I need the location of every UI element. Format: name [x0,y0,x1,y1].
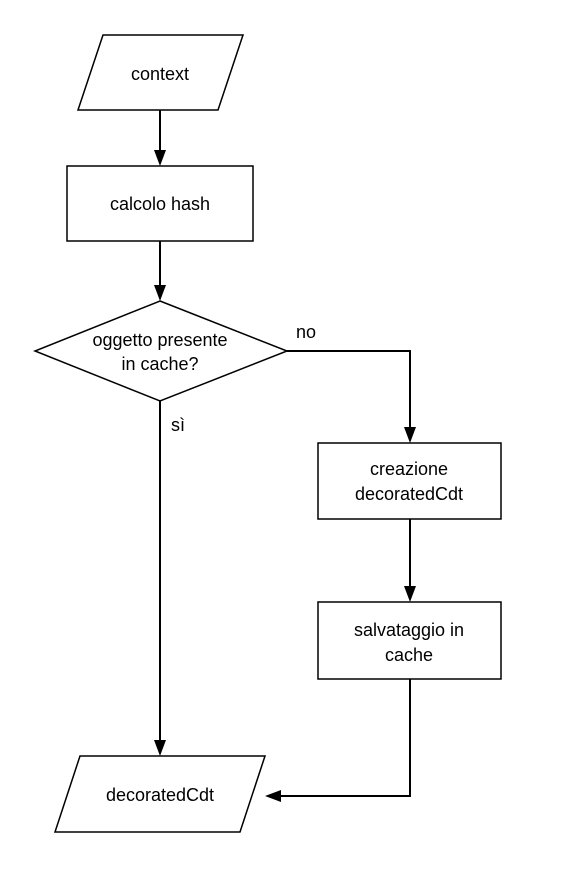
arrowhead [154,285,166,301]
edge-label-si: sì [171,415,185,435]
edge-creazione-to-salvataggio [404,519,416,602]
decision-shape [32,300,290,402]
creazione-node: creazione decoratedCdt [317,442,502,520]
hash-label: calcolo hash [110,194,210,214]
hash-node: calcolo hash [66,165,254,242]
decision-label-line-1: oggetto presente [92,330,227,350]
salvataggio-label-line-2: cache [385,645,433,665]
context-label: context [131,64,189,84]
edge-context-to-hash [154,110,166,166]
hash-shape [66,165,254,242]
output-node: decoratedCdt [53,755,267,833]
output-shape [53,755,267,833]
edge-hash-to-decision [154,241,166,301]
output-label: decoratedCdt [106,785,214,805]
edge-decision-to-output: sì [154,401,185,756]
salvataggio-node: salvataggio in cache [317,601,502,680]
salvataggio-shape [317,601,502,680]
creazione-shape [317,442,502,520]
edge-label-no: no [296,322,316,342]
edge-salvataggio-to-output [265,679,411,802]
arrowhead [404,427,416,443]
edge-line [287,350,411,428]
salvataggio-label-line-1: salvataggio in [354,620,464,640]
arrowhead [154,740,166,756]
arrowhead [404,586,416,602]
context-shape [76,34,245,111]
decision-node: oggetto presente in cache? [32,300,290,402]
context-node: context [76,34,245,111]
decision-label-line-2: in cache? [121,354,198,374]
edge-decision-to-creazione: no [287,322,416,443]
arrowhead [265,790,281,802]
arrowhead [154,150,166,166]
creazione-label-line-1: creazione [370,459,448,479]
edge-line [280,679,411,797]
creazione-label-line-2: decoratedCdt [355,484,463,504]
